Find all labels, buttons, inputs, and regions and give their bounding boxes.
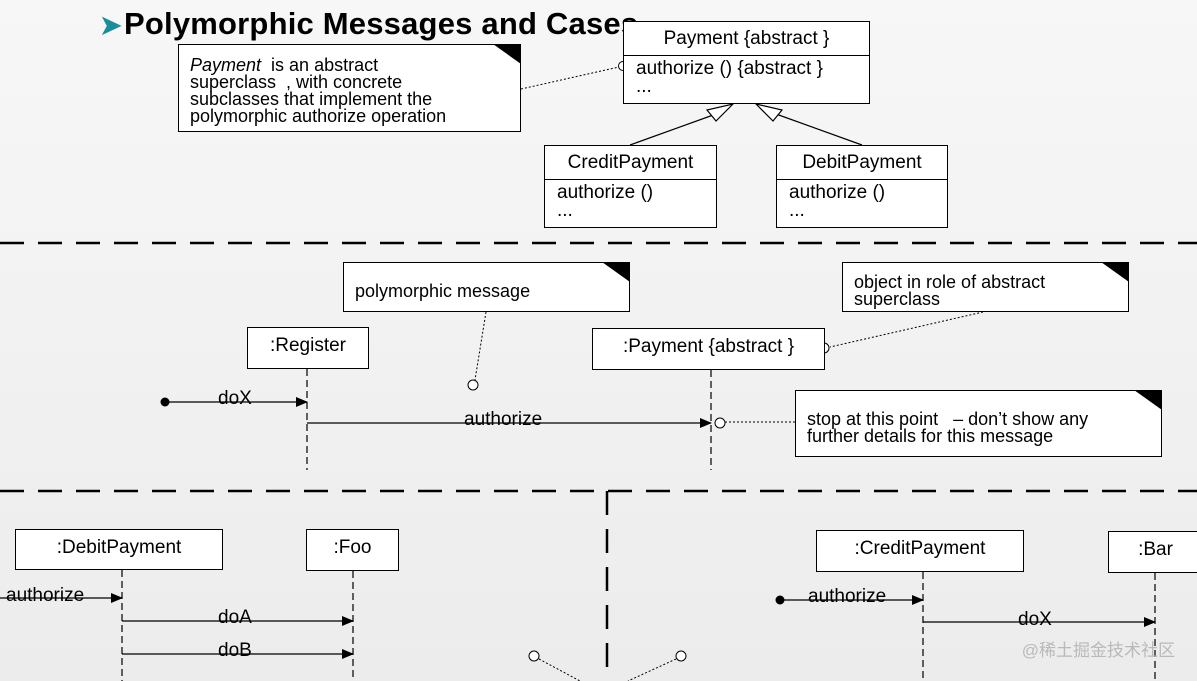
poly-note-end	[467, 379, 479, 391]
class-payment-name: Payment {abstract }	[624, 22, 869, 56]
note-line4: polymorphic authorize operation	[190, 106, 447, 126]
class-debit-payment: DebitPayment authorize () ...	[776, 145, 948, 228]
lifeline-head-debit: :DebitPayment	[15, 529, 223, 570]
polymorphic-message-note: polymorphic message	[343, 262, 630, 312]
note-fold-corner	[493, 44, 521, 64]
lifeline-head-register: :Register	[247, 327, 369, 369]
class-credit-op: authorize ()	[557, 182, 654, 203]
inheritance-triangle-2	[754, 102, 784, 122]
msg-doa-label: doA	[218, 607, 252, 628]
debit-label: :DebitPayment	[56, 537, 182, 558]
msg-dob-label: doB	[218, 640, 252, 661]
bar-label: :Bar	[1138, 539, 1173, 560]
inheritance-triangle-1	[705, 102, 735, 122]
lifeline-head-bar: :Bar	[1108, 531, 1197, 573]
class-payment-ellipsis: ...	[636, 76, 652, 97]
class-payment: Payment {abstract } authorize () {abstra…	[623, 21, 870, 104]
generalization-debit	[775, 113, 863, 146]
abstract-role-line1: object in role of abstract	[854, 272, 1046, 292]
msg-right-authorize-label: authorize	[808, 586, 887, 607]
lifeline-head-payment: :Payment {abstract }	[592, 328, 825, 370]
note-italic-payment: Payment	[190, 55, 262, 75]
watermark: @稀土掘金技术社区	[1021, 641, 1175, 660]
stop-note-line1: stop at this point – don’t show any	[807, 409, 1089, 429]
class-credit-payment: CreditPayment authorize () ...	[544, 145, 717, 228]
note-connector-payment	[520, 66, 620, 90]
bottom-connector-right	[627, 658, 677, 681]
class-payment-op: authorize () {abstract }	[636, 58, 823, 79]
note-line3: subclasses that implement the	[190, 89, 433, 109]
msg-authorize-label: authorize	[464, 409, 543, 430]
arrow-bullet-icon: ➤	[100, 10, 122, 40]
role-note-connector	[829, 311, 984, 348]
class-debit-name: DebitPayment	[777, 146, 947, 180]
note-line2: superclass , with concrete	[190, 72, 403, 92]
generalization-credit	[629, 113, 717, 146]
abstract-role-line2: superclass	[854, 289, 941, 309]
register-label: :Register	[269, 335, 347, 356]
bottom-connector-end-left	[528, 650, 540, 662]
msg-right-dox-label: doX	[1018, 609, 1052, 630]
slide-title-text: Polymorphic Messages and Cases	[124, 6, 639, 41]
class-debit-ellipsis: ...	[789, 200, 805, 221]
note-line1-rest: is an abstract	[261, 55, 379, 75]
note-fold-corner	[602, 262, 630, 282]
stop-details-note: stop at this point – don’t show any furt…	[795, 390, 1162, 457]
bottom-connector-left	[538, 658, 581, 681]
abstract-superclass-note: Payment is an abstract superclass , with…	[178, 44, 521, 132]
stop-note-end	[714, 417, 726, 429]
msg-left-authorize-label: authorize	[6, 585, 85, 606]
slide-title: ➤Polymorphic Messages and Cases	[100, 6, 638, 42]
bottom-connector-end-right	[675, 650, 687, 662]
note-fold-corner	[1134, 390, 1162, 410]
abstract-role-note: object in role of abstract superclass	[842, 262, 1129, 312]
stop-note-line2: further details for this message	[807, 426, 1054, 446]
note-fold-corner	[1101, 262, 1129, 282]
lifeline-head-foo: :Foo	[306, 529, 399, 571]
poly-note-connector	[474, 311, 487, 381]
foo-label: :Foo	[333, 537, 372, 558]
class-credit-ellipsis: ...	[557, 200, 573, 221]
polymorphic-message-text: polymorphic message	[355, 281, 531, 301]
lifeline-head-credit: :CreditPayment	[816, 530, 1024, 572]
credit-label: :CreditPayment	[854, 538, 986, 559]
payment-label: :Payment {abstract }	[622, 336, 795, 357]
class-debit-op: authorize ()	[789, 182, 886, 203]
class-credit-name: CreditPayment	[545, 146, 716, 180]
msg-dox-label: doX	[218, 388, 252, 409]
